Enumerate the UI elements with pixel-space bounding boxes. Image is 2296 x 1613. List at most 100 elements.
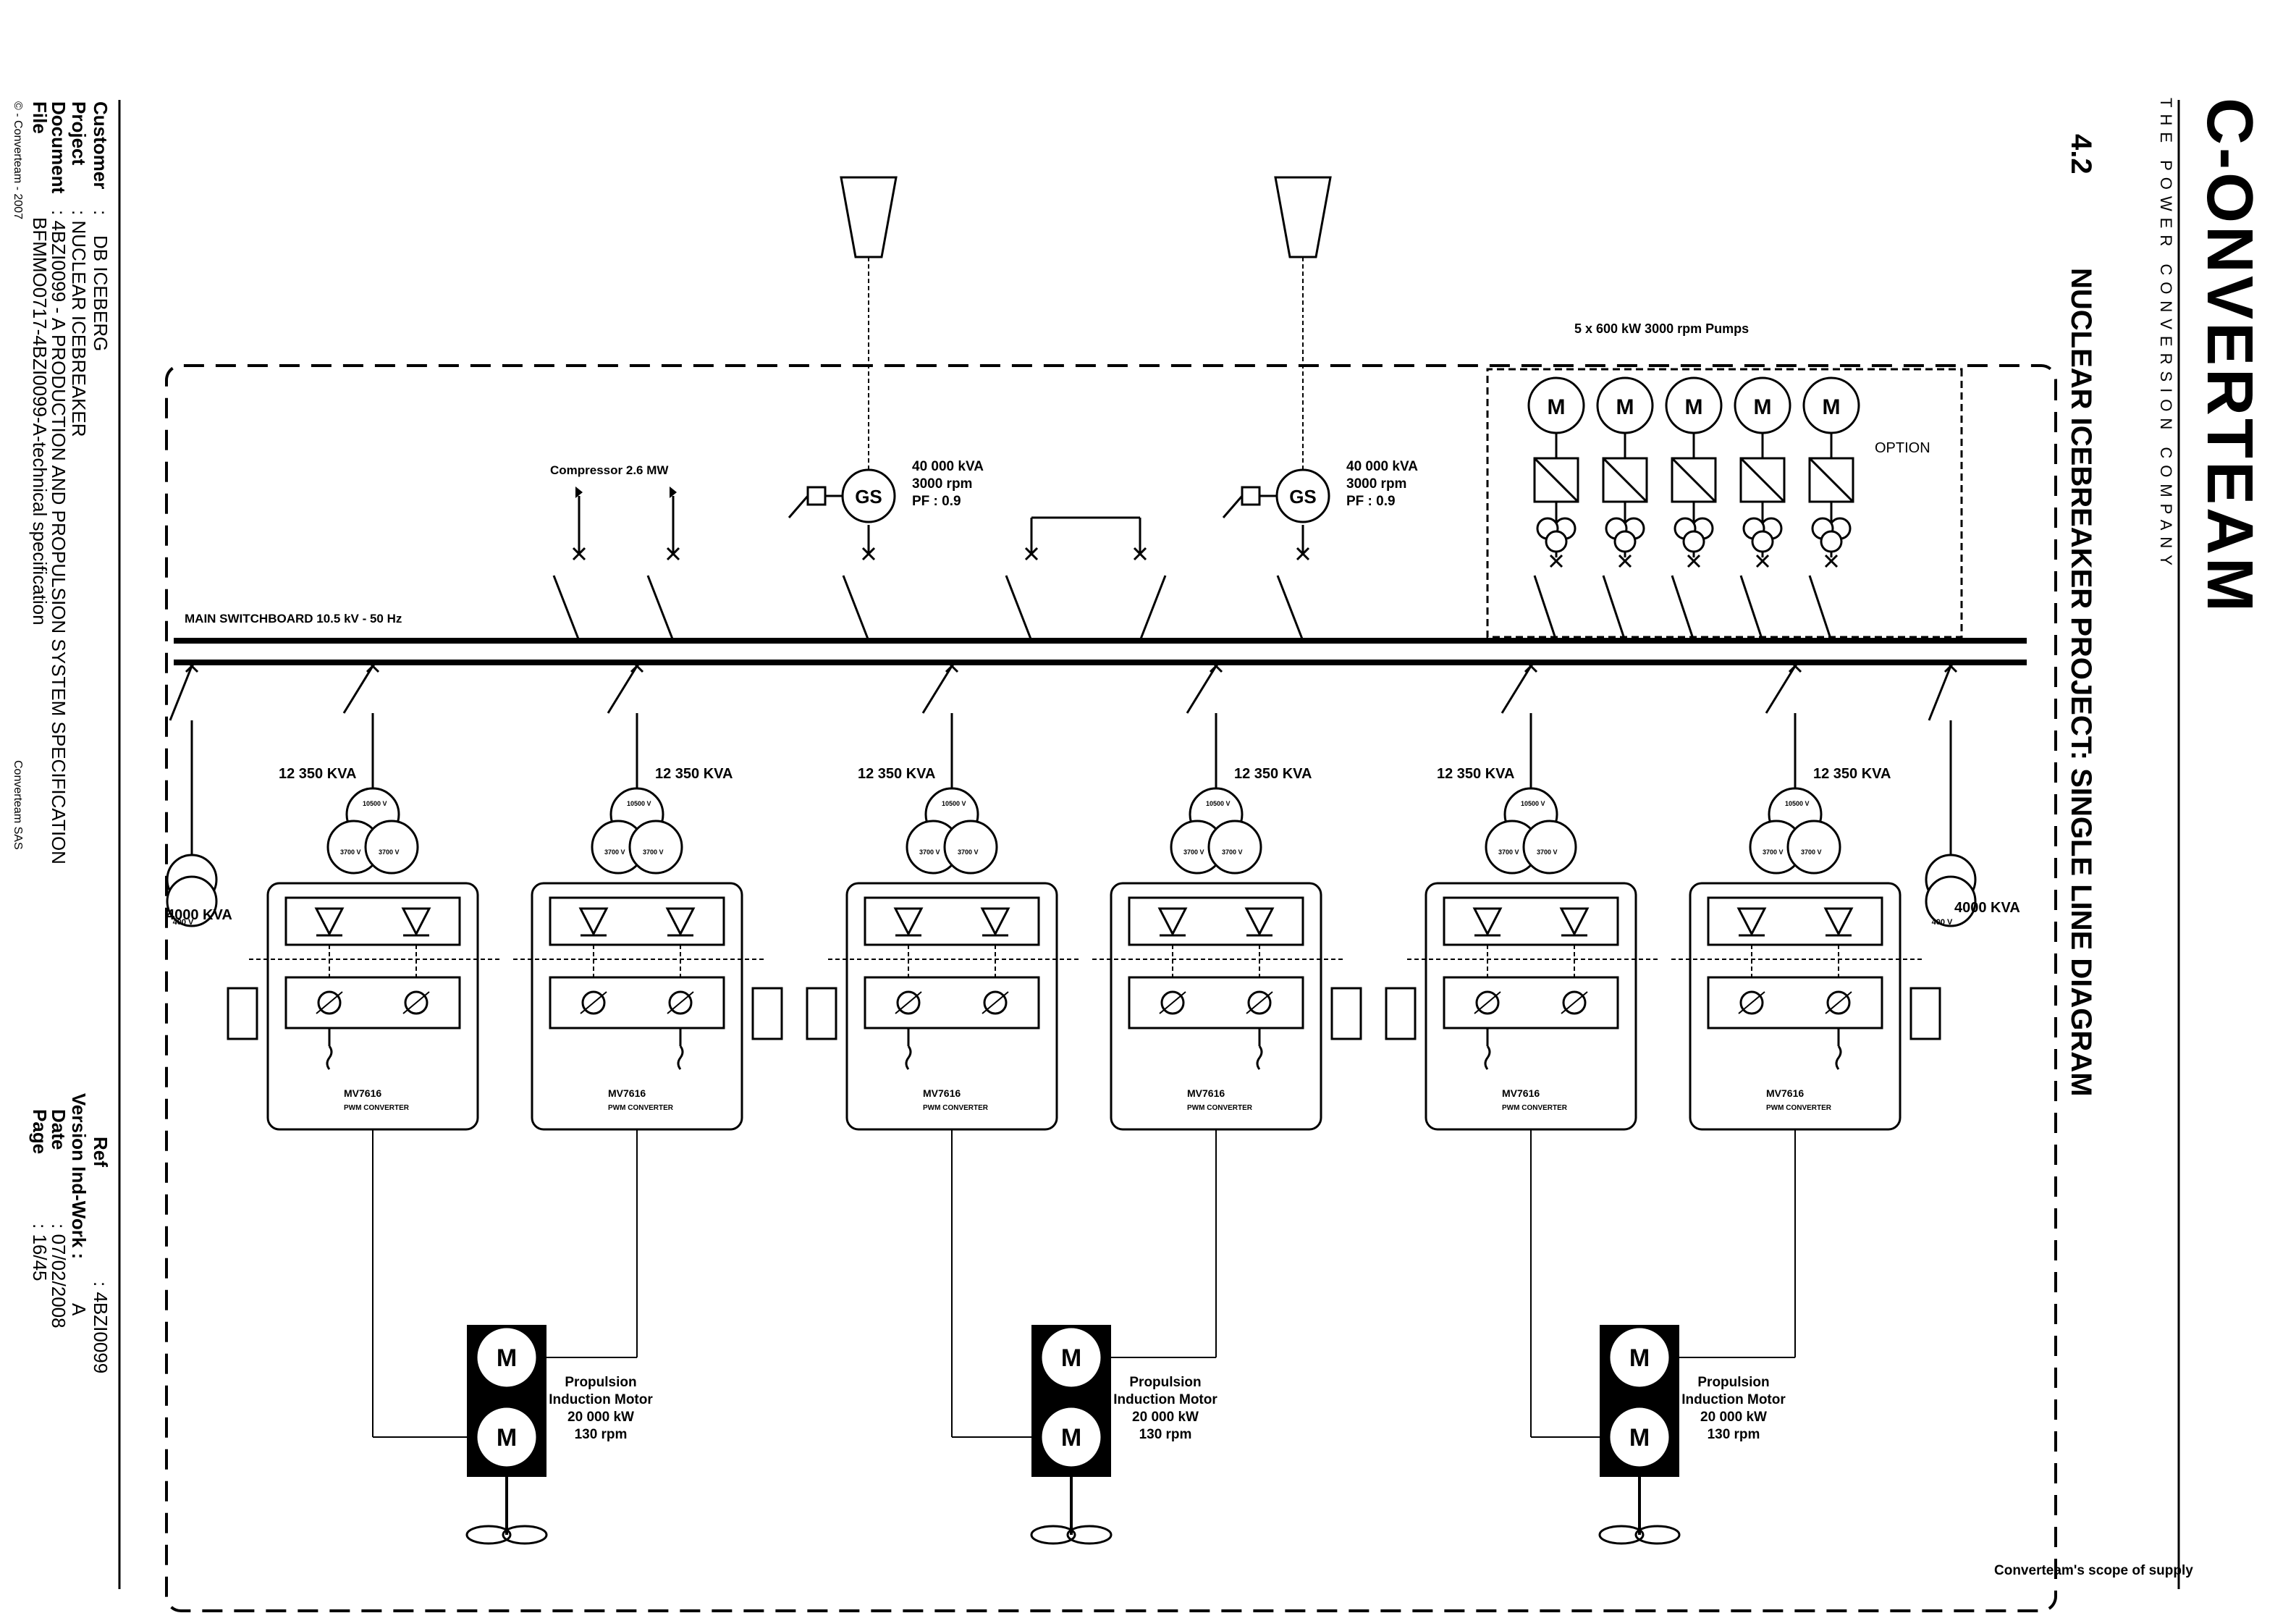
generator-label: 40 000 kVA	[1346, 459, 1418, 474]
transformer-rating-label: 12 350 KVA	[858, 766, 935, 782]
diode-symbol	[1157, 907, 1188, 937]
aux-switch-blade	[1928, 665, 1952, 721]
transformer-rating-label: 12 350 KVA	[279, 766, 356, 782]
propulsion-motor-label: Propulsion	[1697, 1375, 1769, 1390]
output-reactor	[1484, 1045, 1491, 1070]
secondary-voltage-label: 3700 V	[1222, 848, 1243, 856]
diode-symbol	[665, 907, 696, 937]
converter-model-label: MV7616	[1766, 1087, 1804, 1099]
transformer-rating-label: 12 350 KVA	[1813, 766, 1891, 782]
motor-symbol-b: M	[1061, 1424, 1081, 1452]
breaker-cross	[1824, 554, 1839, 568]
project-value: : NUCLEAR ICEBREAKER	[68, 210, 90, 437]
pump-switch-blade	[1671, 575, 1695, 641]
pump-motor-symbol: M	[1823, 395, 1841, 419]
main-switchboard-label: MAIN SWITCHBOARD 10.5 kV - 50 Hz	[185, 612, 402, 626]
scope-of-supply-boundary	[165, 364, 2057, 1612]
pump-drive-diag	[1671, 457, 1717, 503]
primary-voltage-label: 10500 V	[942, 800, 966, 807]
rectifier-block	[864, 896, 1040, 946]
diode-symbol	[1472, 907, 1503, 937]
braking-resistor	[1385, 987, 1417, 1040]
bus-tie-switch-right	[1139, 575, 1167, 641]
aux-transformer-rating-left: 4000 KVA	[166, 907, 232, 923]
converter-type-label: PWM CONVERTER	[344, 1104, 410, 1112]
document-label: Document	[48, 101, 69, 193]
drive-switch-blade	[1186, 665, 1217, 714]
diode-symbol	[1559, 907, 1590, 937]
generator-label: PF : 0.9	[912, 494, 961, 509]
file-label: File	[29, 101, 51, 134]
page-label: Page	[29, 1109, 51, 1154]
converter-type-label: PWM CONVERTER	[923, 1104, 989, 1112]
pump-breaker	[1618, 554, 1632, 568]
rectifier-block	[549, 896, 725, 946]
drive-switch-blade	[342, 665, 374, 714]
page-value: : 16/45	[29, 1224, 51, 1281]
generator-label: PF : 0.9	[1346, 494, 1396, 509]
transformer-rating-label: 12 350 KVA	[655, 766, 733, 782]
propulsion-motor-b	[1608, 1405, 1671, 1469]
propulsion-motor-label: Propulsion	[1129, 1375, 1201, 1390]
braking-resistor	[1330, 987, 1362, 1040]
motor-symbol-b: M	[1629, 1424, 1650, 1452]
exciter-box	[806, 486, 827, 506]
converter-type-label: PWM CONVERTER	[608, 1104, 674, 1112]
pumps-option-box	[1486, 368, 1963, 639]
transformer-secondary-winding-b	[628, 820, 683, 875]
propulsion-motor-label: 20 000 kW	[1132, 1410, 1199, 1425]
customer-label: Customer	[90, 101, 111, 189]
diode-symbol	[401, 907, 431, 937]
braking-resistor	[227, 987, 258, 1040]
brand-tagline: THE POWER CONVERSION COMPANY	[2157, 98, 2175, 572]
aux-transformer-secondary-winding	[1925, 875, 1977, 927]
pump-motor-symbol: M	[1685, 395, 1703, 419]
propeller-blade	[1598, 1525, 1645, 1545]
braking-resistor	[1909, 987, 1941, 1040]
rectifier-block	[1707, 896, 1883, 946]
secondary-voltage-label: 3700 V	[919, 848, 940, 856]
converter-model-label: MV7616	[344, 1087, 381, 1099]
secondary-voltage-label: 3700 V	[958, 848, 979, 856]
secondary-voltage-label: 3700 V	[1537, 848, 1558, 856]
ref-value: : 4BZI0099	[90, 1281, 111, 1373]
diode-symbol	[1823, 907, 1854, 937]
igbt-line	[1246, 991, 1273, 1014]
inverter-block	[549, 976, 725, 1029]
converter-model-label: MV7616	[923, 1087, 961, 1099]
output-reactor	[326, 1045, 333, 1070]
pump-drive-diag	[1739, 457, 1786, 503]
pump-trafo-winding	[1820, 530, 1843, 553]
aux-switch-blade	[169, 665, 193, 721]
secondary-voltage-label: 3700 V	[1801, 848, 1822, 856]
secondary-voltage-label: 3700 V	[340, 848, 361, 856]
propulsion-motor-label: 20 000 kW	[1700, 1410, 1767, 1425]
igbt-line	[402, 991, 430, 1014]
propeller-blade	[1066, 1525, 1113, 1545]
igbt-line	[1474, 991, 1501, 1014]
diode-symbol	[578, 907, 609, 937]
primary-voltage-label: 10500 V	[1206, 800, 1231, 807]
pump-breaker	[1824, 554, 1839, 568]
diode-symbol	[314, 907, 345, 937]
pump-trafo-winding	[1545, 530, 1568, 553]
transformer-rating-label: 12 350 KVA	[1437, 766, 1514, 782]
igbt-line	[316, 991, 343, 1014]
generator-switch-blade	[842, 575, 870, 641]
copyright-text: © - Converteam - 2007	[12, 101, 24, 219]
pump-motor-symbol: M	[1616, 395, 1634, 419]
version-label: Version Ind-Work :	[68, 1093, 90, 1259]
compressor-switch-blade	[552, 575, 581, 641]
output-reactor	[905, 1045, 912, 1070]
pump-switch-blade	[1808, 575, 1833, 641]
converter-model-label: MV7616	[1502, 1087, 1540, 1099]
igbt-line	[580, 991, 607, 1014]
motor-symbol-a: M	[1061, 1344, 1081, 1372]
primary-voltage-label: 10500 V	[1785, 800, 1810, 807]
propulsion-motor-label: 130 rpm	[1708, 1427, 1760, 1442]
motor-symbol-b: M	[497, 1424, 517, 1452]
steam-turbine	[840, 176, 898, 258]
section-number: 4.2	[2065, 134, 2097, 174]
compressor-label: Compressor 2.6 MW	[550, 463, 669, 477]
drive-switch-blade	[921, 665, 953, 714]
